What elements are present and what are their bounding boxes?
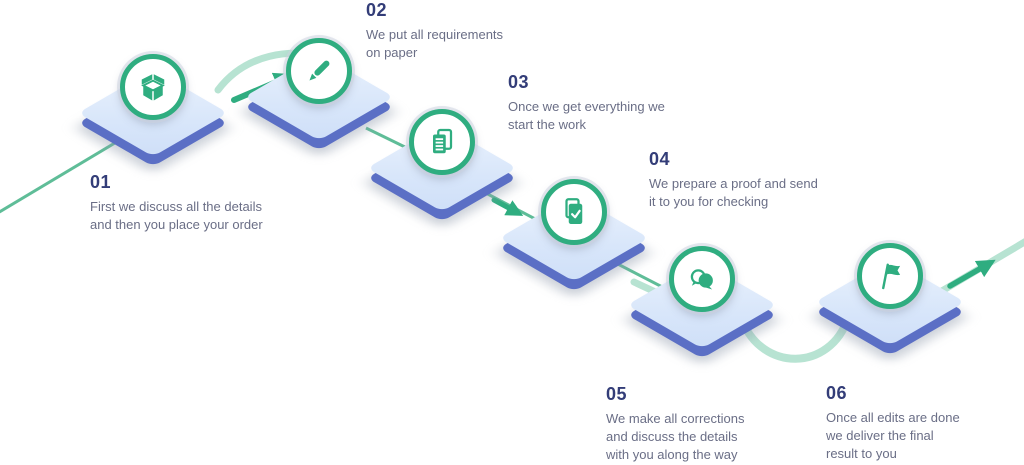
step-number: 05 [606, 384, 628, 404]
step-number: 04 [649, 149, 671, 169]
step-description-line: with you along the way [606, 447, 738, 462]
approved-document-icon [565, 198, 583, 224]
step-description-line: Once we get everything we [508, 99, 665, 114]
step-description-line: We put all requirements [366, 27, 504, 42]
step-06-badge [857, 243, 923, 309]
step-description-line: on paper [366, 45, 418, 60]
step-description-line: and discuss the details [606, 429, 738, 444]
step-04-label: 04 We prepare a proof and send it to you… [649, 149, 859, 211]
step-01-label: 01 First we discuss all the details and … [90, 172, 290, 234]
step-description-line: We make all corrections [606, 411, 745, 426]
chat-bubbles-icon [690, 269, 713, 290]
step-description-line: First we discuss all the details [90, 199, 262, 214]
step-number: 01 [90, 172, 112, 192]
step-02-label: 02 We put all requirements on paper [366, 0, 566, 62]
connector-curve-step5-step6 [738, 314, 852, 363]
step-06-label: 06 Once all edits are done we deliver th… [826, 383, 1016, 463]
step-description-line: We prepare a proof and send [649, 176, 818, 191]
step-04-badge [541, 179, 607, 245]
step-01-badge [120, 54, 186, 120]
step-description-line: and then you place your order [90, 217, 263, 232]
pen-icon [309, 60, 330, 81]
step-number: 03 [508, 72, 530, 92]
step-number: 02 [366, 0, 388, 20]
documents-icon [433, 128, 453, 154]
step-03-label: 03 Once we get everything we start the w… [508, 72, 708, 134]
step-number: 06 [826, 383, 848, 403]
step-03-badge [409, 109, 475, 175]
step-description-line: we deliver the final [826, 428, 934, 443]
step-05-badge [669, 246, 735, 312]
step-description-line: it to you for checking [649, 194, 769, 209]
step-05-label: 05 We make all corrections and discuss t… [606, 384, 796, 464]
step-description-line: Once all edits are done [826, 410, 960, 425]
arrow-step3-to-step4 [491, 197, 524, 216]
step-description-line: result to you [826, 446, 897, 461]
arrow-exit [947, 259, 996, 289]
open-box-icon [141, 74, 165, 101]
step-02-badge [286, 38, 352, 104]
step-description-line: start the work [508, 117, 587, 132]
flag-icon [882, 263, 901, 290]
